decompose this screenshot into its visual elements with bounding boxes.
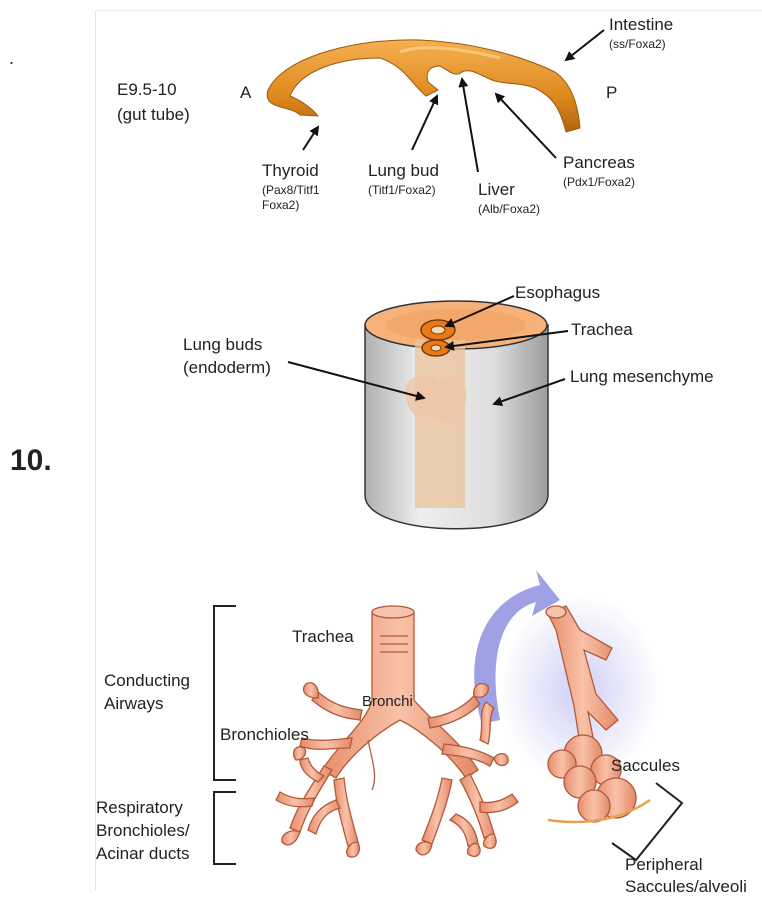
mesenchyme-cylinder [365,301,548,529]
thyroid-arrow [303,127,318,150]
stage-label: E9.5-10 [117,79,177,100]
pancreas-label: Pancreas [563,152,635,173]
lung-bud-label: Lung bud [368,160,439,181]
mesenchyme-label: Lung mesenchyme [570,366,714,387]
trachea-label-3: Trachea [292,626,354,647]
respiratory-label: Respiratory [96,797,183,818]
endoderm-label: (endoderm) [183,357,271,378]
peripheral-saccules-label: Saccules/alveoli [625,876,747,897]
peripheral-label: Peripheral [625,854,703,875]
bronchioles-label: Bronchioles [220,724,309,745]
pancreas-markers: (Pdx1/Foxa2) [563,175,635,190]
intestine-markers: (ss/Foxa2) [609,37,666,52]
lung-bud-markers: (Titf1/Foxa2) [368,183,436,198]
pancreas-arrow [496,94,556,158]
intestine-label: Intestine [609,14,673,35]
resp-bronchioles-label: Bronchioles/ [96,820,190,841]
acinar-ducts-label: Acinar ducts [96,843,190,864]
liver-label: Liver [478,179,515,200]
esophagus-label: Esophagus [515,282,600,303]
airways-label: Airways [104,693,164,714]
bronchi-label: Bronchi [362,694,413,709]
liver-arrow [462,79,478,172]
liver-markers: (Alb/Foxa2) [478,202,540,217]
posterior-label: P [606,82,617,103]
stage-sublabel: (gut tube) [117,104,190,125]
trachea-label-2: Trachea [571,319,633,340]
conducting-label: Conducting [104,670,190,691]
gut-tube [267,40,580,132]
thyroid-markers-1: (Pax8/Titf1 [262,183,320,198]
thyroid-label: Thyroid [262,160,319,181]
lung-buds-label: Lung buds [183,334,262,355]
anterior-label: A [240,82,251,103]
saccules-label: Saccules [611,755,680,776]
lung-bud-arrow [412,96,437,150]
thyroid-markers-2: Foxa2) [262,198,299,213]
intestine-arrow [566,30,604,60]
